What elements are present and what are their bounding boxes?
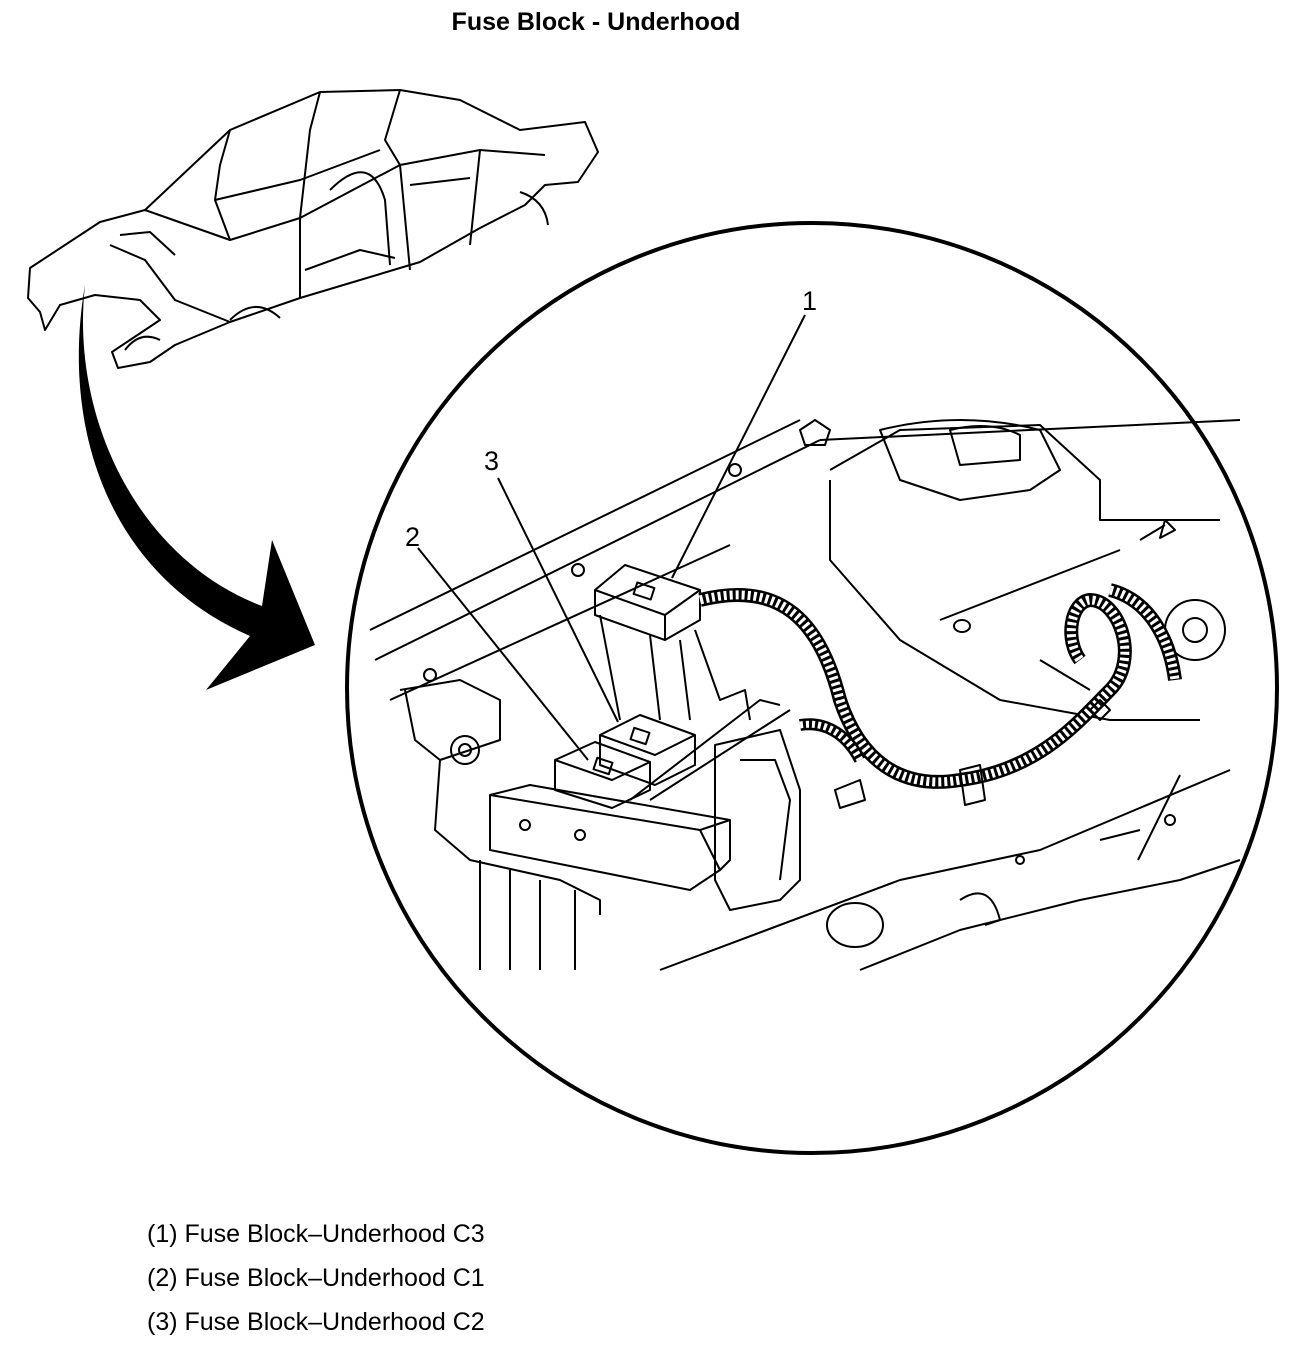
- callout-leaders: [417, 314, 806, 761]
- callout-2-label: 2: [405, 522, 420, 552]
- callout-legend: (1) Fuse Block–Underhood C3 (2) Fuse Blo…: [147, 1212, 485, 1344]
- underhood-illustration: 1 2 3: [27, 89, 1279, 1155]
- callout-3-leader: [497, 477, 619, 723]
- magnified-view-circle: [345, 221, 1279, 1155]
- callout-2-leader: [417, 547, 589, 761]
- callout-1-leader: [671, 314, 806, 579]
- legend-item-2: (2) Fuse Block–Underhood C1: [147, 1264, 485, 1292]
- callout-3-label: 3: [484, 446, 499, 476]
- fuse-block-c2: [599, 714, 696, 786]
- vehicle-body-outline: [27, 89, 599, 369]
- fuse-block-c1: [554, 741, 651, 809]
- arrow-icon: [78, 285, 315, 690]
- legend-item-3: (3) Fuse Block–Underhood C2: [147, 1308, 485, 1336]
- engine-compartment-detail: [369, 419, 1241, 971]
- legend-item-1: (1) Fuse Block–Underhood C3: [147, 1220, 485, 1248]
- fuse-block-c3: [594, 564, 701, 641]
- diagram-title: Fuse Block - Underhood: [451, 8, 741, 36]
- callout-1-label: 1: [802, 286, 817, 316]
